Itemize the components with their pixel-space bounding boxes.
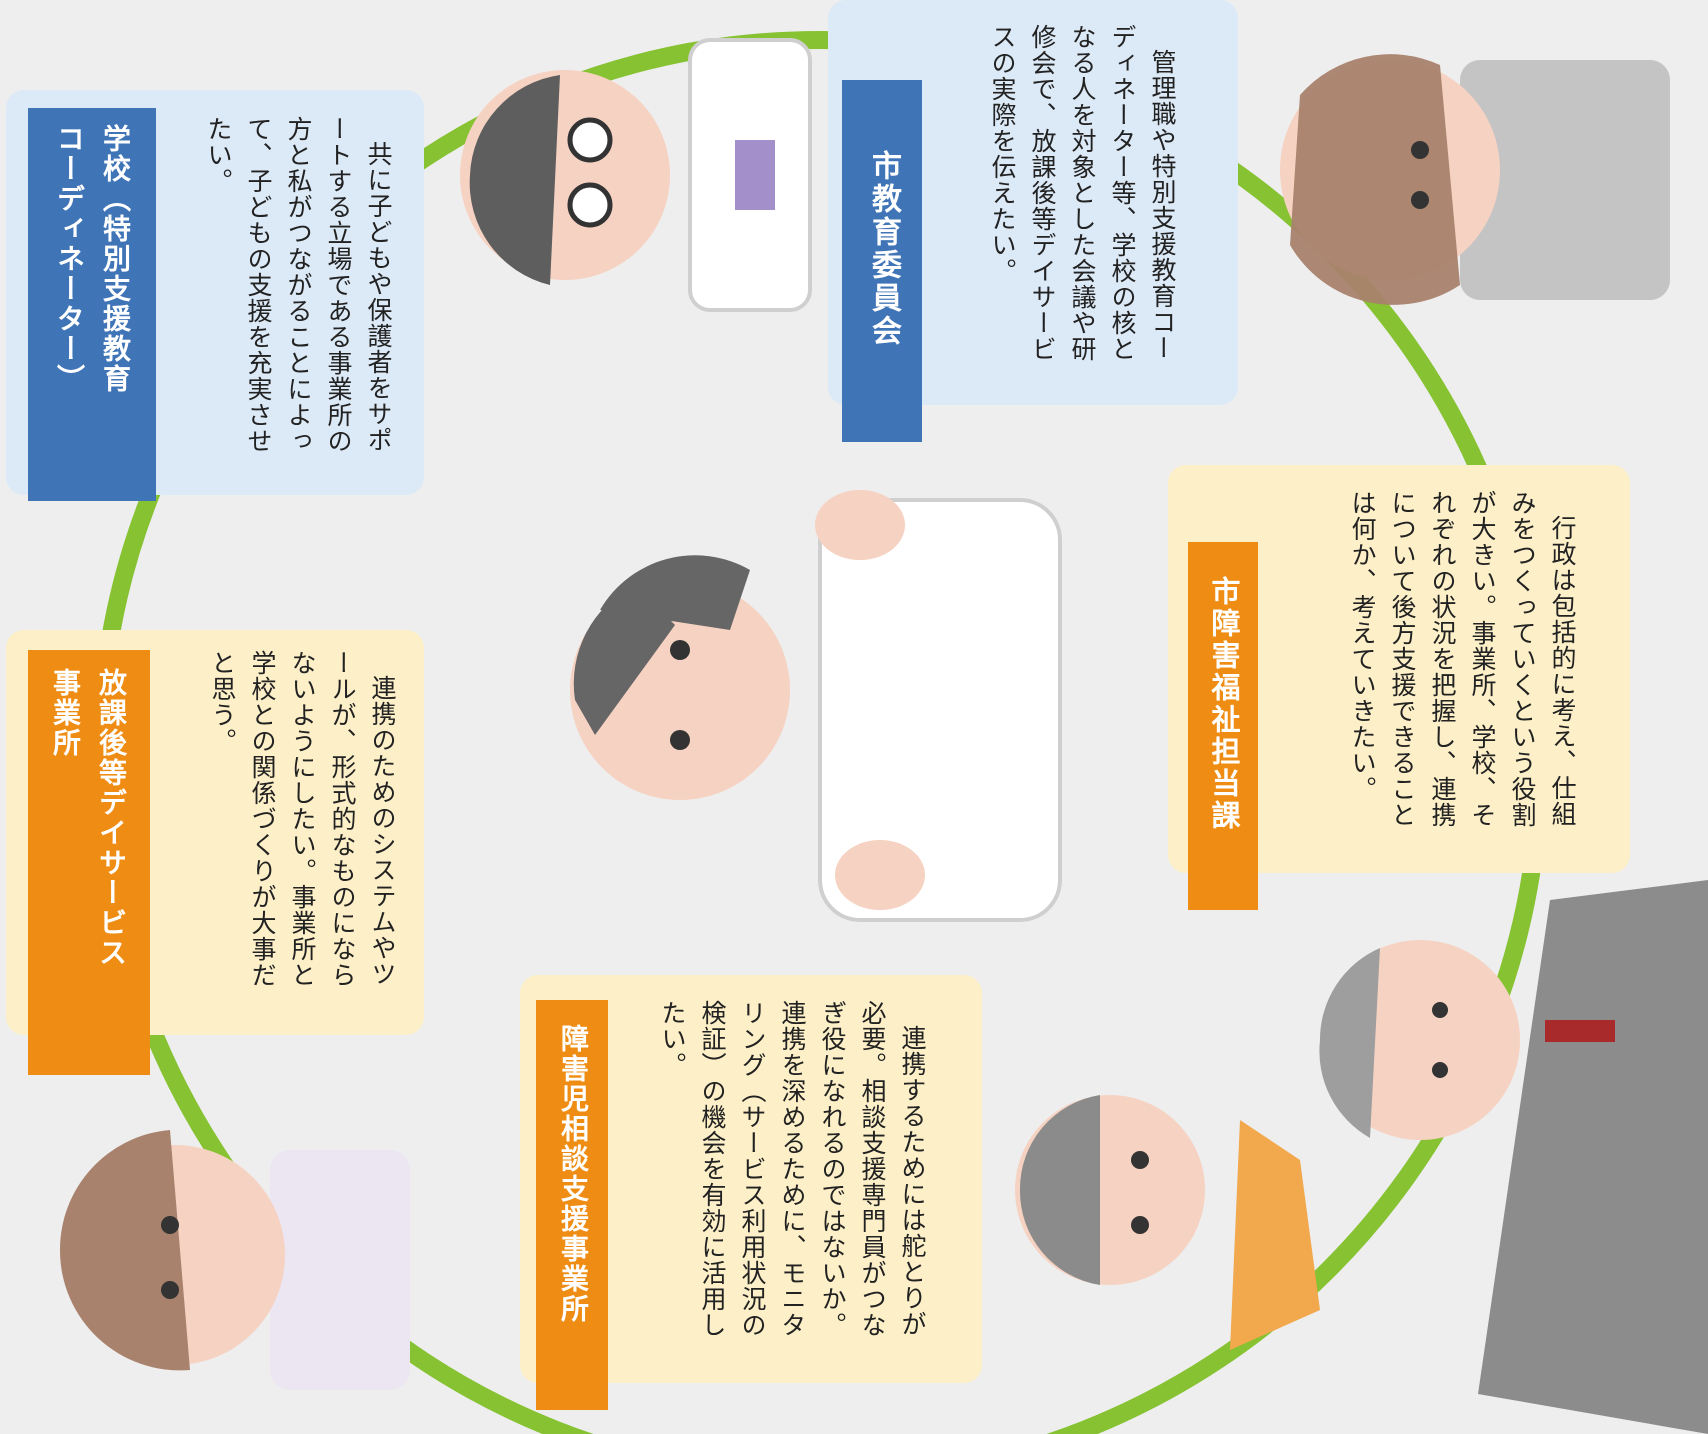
welfare-text: 行政は包括的に考え、仕組みをつくっていくという役割が大きい。事業所、学校、それぞ… bbox=[1348, 490, 1577, 828]
child-figure bbox=[570, 490, 1062, 922]
afterschool-label-line1: 放課後等デイサービス bbox=[95, 668, 128, 968]
board-text: 管理職や特別支援教育コーディネーター等、学校の核となる人を対象とした会議や研修会… bbox=[988, 24, 1177, 362]
consult-label-line: 障害児相談支援事業所 bbox=[557, 1024, 590, 1324]
afterschool-text: 連携のためのシステムやツールが、形式的なものにならないようにしたい。事業所と学校… bbox=[208, 650, 397, 988]
school-teacher-figure bbox=[460, 38, 812, 312]
welfare-label-line: 市障害福祉担当課 bbox=[1207, 576, 1241, 832]
afterschool-label-line2: 事業所 bbox=[49, 668, 82, 758]
school-text: 共に子どもや保護者をサポートする立場である事業所の方と私がつながることによって、… bbox=[204, 116, 393, 454]
afterschool-staff-figure bbox=[59, 1130, 410, 1390]
school-label-line1: 学校（特別支援教育 bbox=[99, 124, 132, 394]
consult-text: 連携するためには舵とりが必要。相談支援専門員がつなぎ役になれるのではないか。連携… bbox=[658, 1000, 927, 1338]
consult-label: 障害児相談支援事業所 bbox=[536, 1000, 608, 1410]
welfare-officer-figure bbox=[1319, 880, 1708, 1434]
afterschool-label: 放課後等デイサービス 事業所 bbox=[28, 650, 150, 1075]
school-label-line2: コーディネーター） bbox=[53, 124, 86, 394]
board-label: 市教育委員会 bbox=[842, 80, 922, 442]
board-member-figure bbox=[1280, 54, 1670, 305]
board-label-line: 市教育委員会 bbox=[866, 150, 901, 348]
welfare-label: 市障害福祉担当課 bbox=[1188, 542, 1258, 910]
school-label: 学校（特別支援教育 コーディネーター） bbox=[28, 108, 156, 501]
consultation-staff-figure bbox=[1015, 1095, 1320, 1350]
